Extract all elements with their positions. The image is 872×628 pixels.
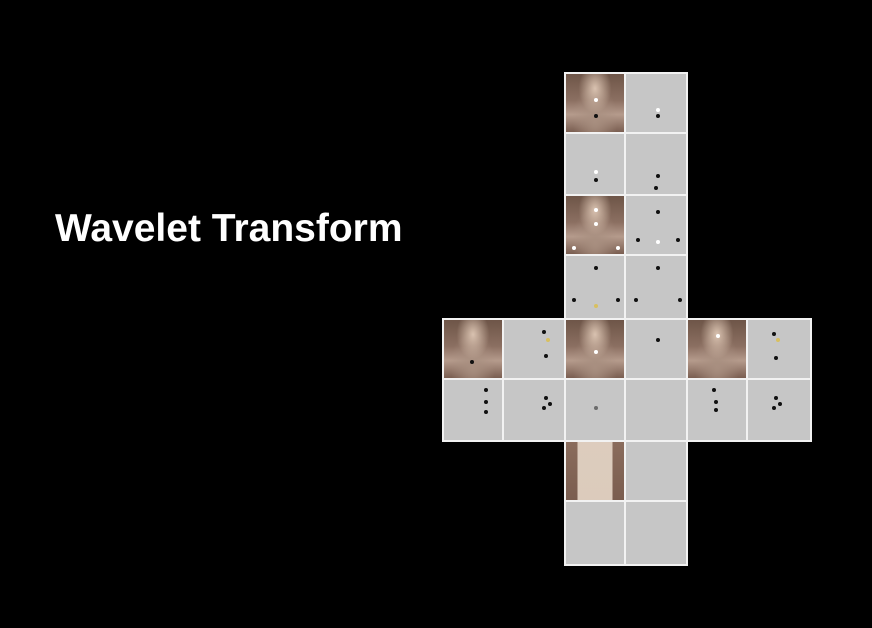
- tile-bottom-detail-v: [564, 500, 626, 566]
- tile-center-detail-v: [564, 378, 626, 442]
- tile-top-detail-v: [564, 132, 626, 196]
- tile-left-coarse: [442, 318, 504, 380]
- tile-upper-coarse: [564, 194, 626, 256]
- tile-center-coarse: [564, 318, 626, 380]
- tile-bottom-detail-d: [624, 500, 688, 566]
- tile-upper-detail-d: [624, 254, 688, 320]
- tile-bottom-coarse: [564, 440, 626, 502]
- tile-left-detail-v: [442, 378, 504, 442]
- tile-top-coarse: [564, 72, 626, 134]
- tile-right-detail-v: [686, 378, 748, 442]
- tile-upper-detail-v: [564, 254, 626, 320]
- tile-top-detail-h: [624, 72, 688, 134]
- tile-right-detail-h: [746, 318, 812, 380]
- tile-upper-detail-h: [624, 194, 688, 256]
- tile-left-detail-h: [502, 318, 566, 380]
- tile-right-coarse: [686, 318, 748, 380]
- tile-left-detail-d: [502, 378, 566, 442]
- tile-center-detail-d: [624, 378, 688, 442]
- tile-top-detail-d: [624, 132, 688, 196]
- tile-bottom-detail-h: [624, 440, 688, 502]
- tile-center-detail-h: [624, 318, 688, 380]
- slide-title: Wavelet Transform: [55, 207, 403, 250]
- tile-right-detail-d: [746, 378, 812, 442]
